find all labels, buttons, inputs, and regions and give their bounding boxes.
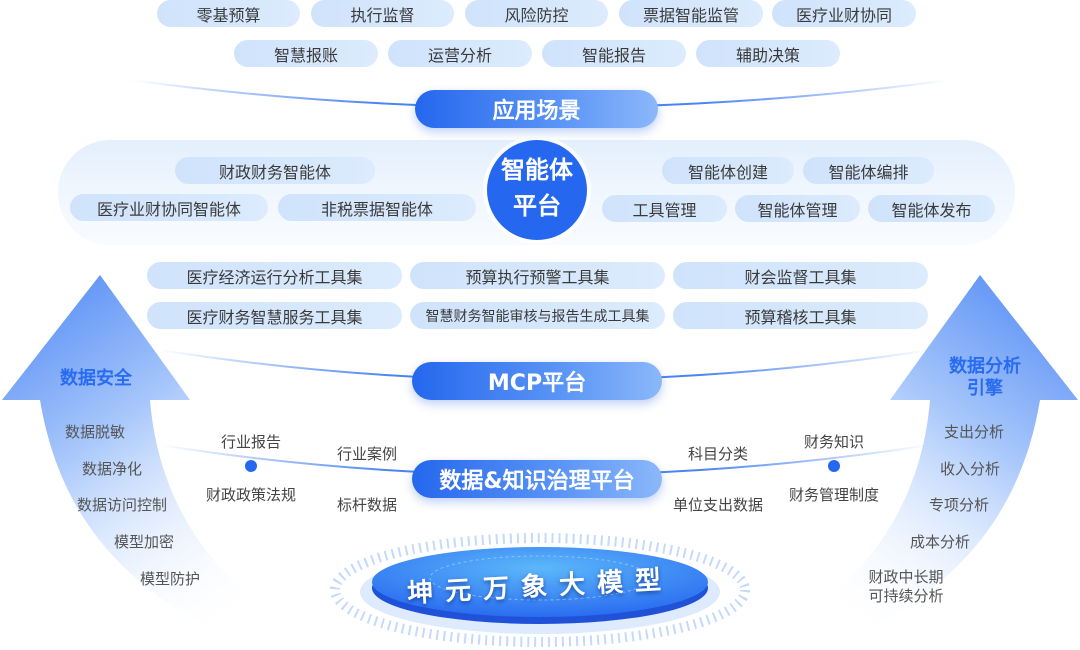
data-knowledge-platform-button[interactable]: 数据&知识治理平台 <box>412 460 662 498</box>
node-label-top: 行业报告 <box>220 433 282 451</box>
scenario-pill[interactable]: 医疗业财协同 <box>772 0 916 27</box>
security-item: 数据访问控制 <box>76 496 168 514</box>
scenario-pill[interactable]: 智能报告 <box>542 40 686 67</box>
node-label-bottom: 标杆数据 <box>336 496 398 514</box>
analysis-engine-title-line1: 数据分析 <box>949 356 1021 377</box>
security-item: 数据净化 <box>81 460 143 478</box>
node-label-bottom: 单位支出数据 <box>672 496 764 514</box>
scenario-pill[interactable]: 运营分析 <box>388 40 532 67</box>
scenario-pill[interactable]: 零基预算 <box>157 0 300 27</box>
agent-pill[interactable]: 智能体创建 <box>662 157 794 184</box>
agent-pill[interactable]: 智能体发布 <box>868 195 995 222</box>
agent-pill[interactable]: 财政财务智能体 <box>175 157 375 184</box>
mcp-platform-button[interactable]: MCP平台 <box>412 362 662 400</box>
node-label-top: 财务知识 <box>803 433 865 451</box>
security-item: 数据脱敏 <box>64 423 126 441</box>
analysis-item-line2: 可持续分析 <box>868 587 944 605</box>
security-item: 模型防护 <box>139 570 201 588</box>
analysis-item: 收入分析 <box>939 460 1001 478</box>
analysis-item: 支出分析 <box>943 423 1005 441</box>
analysis-engine-title: 数据分析 引擎 <box>949 356 1021 400</box>
security-item: 模型加密 <box>113 533 175 551</box>
node-dot <box>245 460 257 472</box>
node-label-bottom: 财政政策法规 <box>205 486 297 504</box>
node-dot <box>828 460 840 472</box>
agent-platform-title: 智能体 平台 <box>487 152 587 224</box>
scenario-pill[interactable]: 票据智能监管 <box>619 0 763 27</box>
scenario-pill[interactable]: 辅助决策 <box>696 40 840 67</box>
data-security-title: 数据安全 <box>60 368 132 389</box>
agent-platform-title-line1: 智能体 <box>501 156 573 184</box>
analysis-item: 专项分析 <box>928 496 990 514</box>
agent-pill[interactable]: 非税票据智能体 <box>278 194 476 221</box>
toolset-pill[interactable]: 财会监督工具集 <box>673 262 928 289</box>
agent-pill[interactable]: 智能体管理 <box>735 195 860 222</box>
agent-pill[interactable]: 工具管理 <box>602 195 727 222</box>
analysis-item: 成本分析 <box>909 533 971 551</box>
scenario-pill[interactable]: 执行监督 <box>311 0 454 27</box>
toolset-pill[interactable]: 医疗财务智慧服务工具集 <box>147 302 402 329</box>
toolset-pill[interactable]: 预算稽核工具集 <box>673 302 928 329</box>
toolset-pill[interactable]: 预算执行预警工具集 <box>410 262 665 289</box>
agent-pill[interactable]: 智能体编排 <box>803 157 934 184</box>
scenario-pill[interactable]: 风险防控 <box>465 0 608 27</box>
analysis-engine-title-line2: 引擎 <box>967 378 1003 399</box>
agent-platform-title-line2: 平台 <box>513 192 561 220</box>
node-label-top: 行业案例 <box>336 445 398 463</box>
application-scenarios-button[interactable]: 应用场景 <box>415 90 658 128</box>
data-security-arrow <box>2 275 330 650</box>
toolset-pill[interactable]: 医疗经济运行分析工具集 <box>147 262 402 289</box>
analysis-item: 财政中长期 可持续分析 <box>868 568 943 606</box>
node-label-top: 科目分类 <box>687 445 749 463</box>
analysis-item-line1: 财政中长期 <box>868 568 944 586</box>
toolset-pill[interactable]: 智慧财务智能审核与报告生成工具集 <box>410 302 665 329</box>
node-label-bottom: 财务管理制度 <box>788 486 880 504</box>
scenario-pill[interactable]: 智慧报账 <box>234 40 378 67</box>
analysis-engine-arrow <box>750 275 1078 650</box>
agent-pill[interactable]: 医疗业财协同智能体 <box>70 194 268 221</box>
